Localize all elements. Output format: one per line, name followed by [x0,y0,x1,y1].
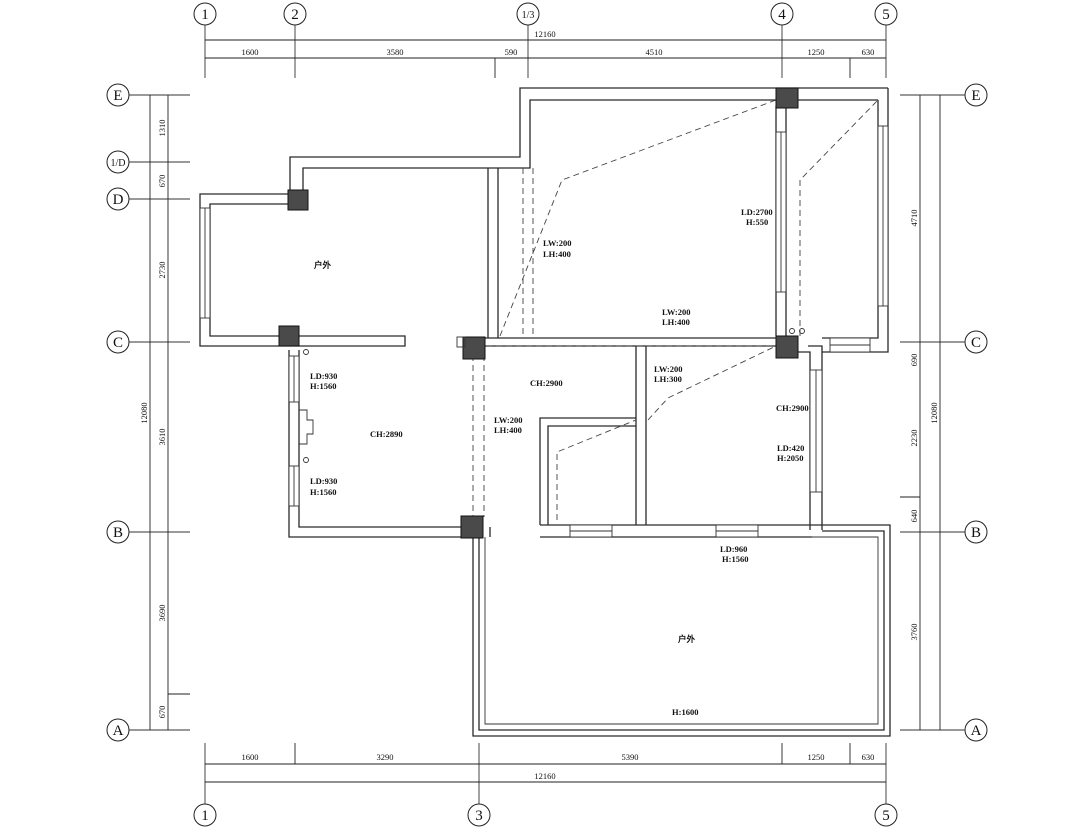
label-outdoor-bottom: 户外 [677,634,696,644]
dim-bottom-seg-4: 1250 [808,752,825,762]
grid-label-right-E: E [971,88,980,104]
grid-label-bottom-1: 1 [201,808,209,824]
dim-top-seg-5: 1250 [808,47,825,57]
dim-left-seg-4: 3610 [157,429,167,446]
walls [199,87,891,737]
dim-bottom-total: 12160 [534,771,555,781]
room-labels: 户外 户外 CH:2890 CH:2900 CH:2900 [313,260,809,644]
dimensions-bottom: 1600 3290 5390 1250 630 12160 [205,743,886,783]
annotations: LD:930 H:1560 LD:930 H:1560 LW:200 LH:40… [310,207,804,717]
grid-label-right-A: A [971,723,982,739]
grid-label-right-B: B [971,525,981,541]
dim-right-seg-1: 4710 [909,210,919,227]
annot-h550: H:550 [746,217,768,227]
annot-h1600: H:1600 [672,707,698,717]
grid-label-left-C: C [113,335,123,351]
grid-bubbles-top: 1 2 1/3 4 5 [193,2,898,26]
dim-bottom-seg-1: 1600 [242,752,259,762]
annot-lh300-right: LH:300 [654,374,682,384]
column-4-e [775,87,799,109]
annot-h2050: H:2050 [777,453,803,463]
grid-bubbles-left: E 1/D D C B A [106,83,130,742]
fixtures [303,328,805,463]
dimensions-left: 12080 1310 670 2730 3610 3690 670 [139,95,190,730]
annot-h1560-c: H:1560 [722,554,748,564]
annot-lh400-mid: LH:400 [662,317,690,327]
grid-label-top-5: 5 [882,7,890,23]
grid-label-left-E: E [113,88,122,104]
annot-ld930-b: LD:930 [310,476,337,486]
grid-label-right-C: C [971,335,981,351]
grid-label-left-1-D: 1/D [111,158,126,169]
grid-label-bottom-3: 3 [475,808,483,824]
dim-bottom-seg-3: 5390 [622,752,639,762]
grid-label-left-D: D [113,192,124,208]
annot-ld930-a: LD:930 [310,371,337,381]
dim-bottom-seg-5: 630 [862,752,875,762]
grid-label-left-B: B [113,525,123,541]
dim-right-seg-4: 640 [909,510,919,523]
label-outdoor-top: 户外 [313,260,332,270]
dimensions-top: 12160 1600 3580 590 4510 1250 630 [205,29,886,78]
dimensions-right: 4710 690 2230 640 3760 12080 [900,95,941,730]
annot-lw200-center: LW:200 [494,415,523,425]
dim-bottom-seg-2: 3290 [377,752,394,762]
annot-lw200-upper: LW:200 [543,238,572,248]
dim-left-seg-3: 2730 [157,262,167,279]
grid-leader-lines [129,25,965,804]
column-4-c [775,335,799,359]
dim-left-total: 12080 [139,402,149,423]
annot-lh400-center: LH:400 [494,425,522,435]
grid-label-top-4: 4 [778,7,786,23]
annot-lh400-upper: LH:400 [543,249,571,259]
column-2-c [278,325,300,347]
dim-top-seg-4: 4510 [646,47,663,57]
dim-right-total: 12080 [929,402,939,423]
dashed-beams [472,99,879,520]
dim-top-seg-6: 630 [862,47,875,57]
dim-top-seg-2: 3580 [387,47,404,57]
annot-ld2700: LD:2700 [741,207,773,217]
dim-left-seg-1: 1310 [157,120,167,137]
dim-top-seg-1: 1600 [242,47,259,57]
grid-bubbles-bottom: 1 3 5 [193,803,898,827]
grid-label-left-A: A [113,723,124,739]
grid-label-top-2: 2 [291,7,299,23]
dim-right-seg-3: 2230 [909,430,919,447]
annot-h1560-b: H:1560 [310,487,336,497]
windows [199,125,889,538]
dim-right-seg-2: 690 [909,354,919,367]
columns [278,87,799,539]
annot-lw200-right: LW:200 [654,364,683,374]
label-right-ch: CH:2900 [776,403,809,413]
dim-left-seg-5: 3690 [157,605,167,622]
column-3-c-stub [456,336,466,348]
grid-label-bottom-5: 5 [882,808,890,824]
label-center-ch: CH:2900 [530,378,563,388]
dim-top-total: 12160 [534,29,555,39]
annot-ld420: LD:420 [777,443,804,453]
label-left-room-ch: CH:2890 [370,429,403,439]
grid-bubbles-right: E C B A [964,83,988,742]
annot-h1560-a: H:1560 [310,381,336,391]
grid-label-top-1: 1 [201,7,209,23]
column-3-b [460,515,484,539]
column-3-c [462,336,486,360]
dim-left-seg-6: 670 [157,706,167,719]
column-2-d [287,189,309,211]
dim-right-seg-5: 3760 [909,624,919,641]
annot-lw200-mid: LW:200 [662,307,691,317]
grid-label-top-1-3: 1/3 [522,10,535,21]
dim-top-seg-3: 590 [505,47,518,57]
annot-ld960: LD:960 [720,544,747,554]
dim-left-seg-2: 670 [157,175,167,188]
